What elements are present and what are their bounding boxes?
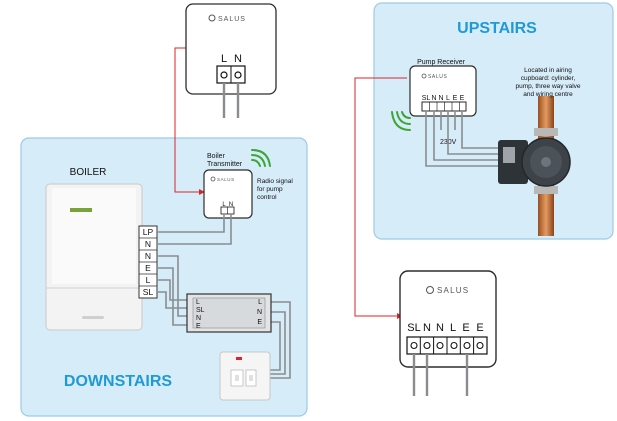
svg-text:SL: SL <box>422 95 431 102</box>
pump-receiver-title: Pump Receiver <box>417 59 466 66</box>
red-wire-top <box>174 47 205 195</box>
transmitter-label-1: Boiler <box>207 153 226 160</box>
boiler-terminal-strip: LP N N E L SL <box>138 225 158 299</box>
top-terminal-label-n: N <box>234 53 242 65</box>
svg-text:SL: SL <box>196 307 205 314</box>
svg-text:SL: SL <box>143 287 154 297</box>
downstairs-title: DOWNSTAIRS <box>64 373 172 390</box>
svg-text:SALUS: SALUS <box>218 16 246 23</box>
svg-text:N: N <box>257 309 262 316</box>
boiler-unit <box>45 183 143 331</box>
svg-text:N: N <box>438 95 443 102</box>
svg-text:SALUS: SALUS <box>437 286 469 295</box>
top-terminal-label-l: L <box>221 53 227 65</box>
bottom-receiver-wires <box>412 354 469 396</box>
radio-note-1: Radio signal <box>257 178 293 185</box>
svg-text:E: E <box>453 95 458 102</box>
airing-note-3: pump, three way valve <box>515 83 580 90</box>
svg-text:E: E <box>257 319 262 326</box>
svg-text:L: L <box>258 299 262 306</box>
svg-text:N: N <box>436 322 444 334</box>
top-receiver: SALUS L N <box>185 3 277 95</box>
boiler-title: BOILER <box>70 167 107 178</box>
pump-receiver: SALUS SL N N L E E <box>409 65 477 117</box>
svg-text:LP: LP <box>143 227 154 237</box>
svg-text:N: N <box>145 251 151 261</box>
svg-text:E: E <box>196 323 201 330</box>
airing-note-2: cupboard: cylinder, <box>521 75 576 82</box>
svg-text:L: L <box>450 322 456 334</box>
svg-text:N: N <box>423 322 431 334</box>
junction-box: L SL N E L N E <box>186 293 272 333</box>
red-wire-right <box>354 77 407 319</box>
upstairs-panel <box>373 2 614 240</box>
pump-signal-icon <box>391 111 411 131</box>
bottom-receiver: SALUS SL N N L E E <box>399 270 497 368</box>
svg-text:SL: SL <box>407 322 420 334</box>
red-signal-wires <box>174 47 407 319</box>
salus-logo: SALUS <box>208 14 246 23</box>
svg-text:L: L <box>446 95 450 102</box>
svg-text:E: E <box>145 263 151 273</box>
fused-switch <box>219 351 271 401</box>
svg-text:N: N <box>145 239 151 249</box>
boiler-transmitter: SALUS L N <box>203 169 253 219</box>
downstairs-wiring <box>157 214 291 379</box>
airing-note-4: and wiring centre <box>523 91 573 98</box>
svg-text:E: E <box>460 95 465 102</box>
svg-text:L: L <box>146 275 151 285</box>
transmitter-label-2: Transmitter <box>207 161 243 168</box>
top-receiver-wires <box>222 83 240 118</box>
svg-text:N: N <box>229 202 233 208</box>
svg-text:L: L <box>222 202 226 208</box>
circulating-pump <box>498 96 571 236</box>
radio-note-2: for pump <box>257 186 283 193</box>
svg-text:L: L <box>196 299 200 306</box>
svg-text:SALUS: SALUS <box>217 177 235 182</box>
svg-text:SALUS: SALUS <box>428 74 447 80</box>
svg-text:E: E <box>462 322 469 334</box>
svg-text:N: N <box>431 95 436 102</box>
upstairs-title: UPSTAIRS <box>457 20 537 37</box>
signal-icon <box>251 149 271 167</box>
radio-note-3: control <box>257 194 277 201</box>
svg-text:E: E <box>476 322 483 334</box>
airing-note-1: Located in airing <box>524 67 572 74</box>
svg-text:N: N <box>196 315 201 322</box>
pump-wiring <box>425 111 500 167</box>
